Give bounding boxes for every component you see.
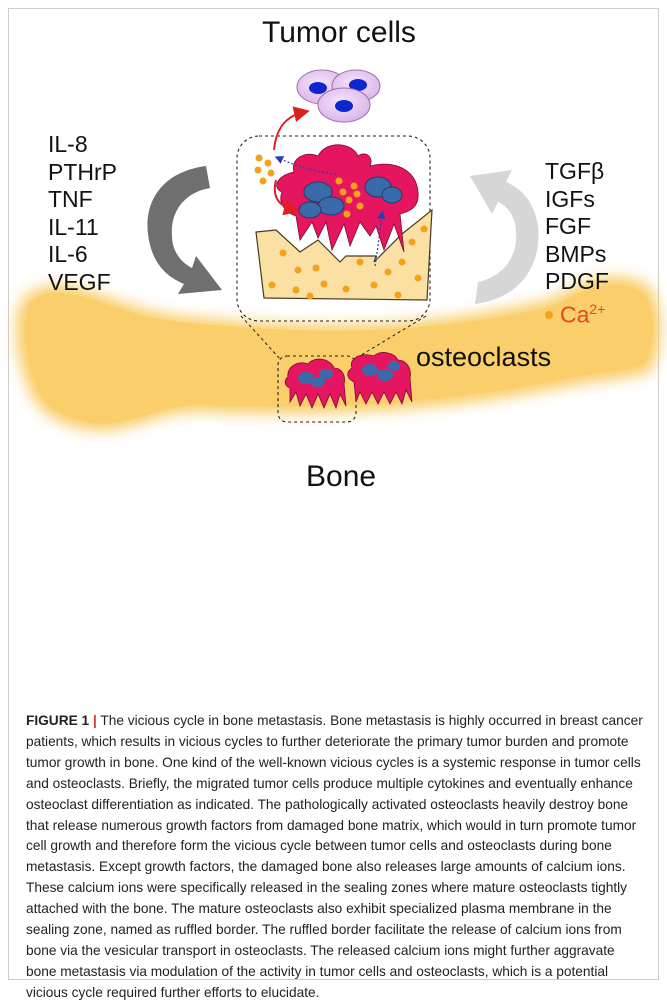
factor-item: TNF — [48, 186, 117, 214]
figure-caption: FIGURE 1 | The vicious cycle in bone met… — [26, 711, 648, 1004]
left-cycle-arrow — [147, 166, 222, 294]
figure: Tumor cells osteoclasts Bone IL-8 PTHrP … — [0, 0, 667, 980]
calcium-base: Ca — [560, 302, 589, 328]
factor-item: BMPs — [545, 241, 609, 269]
osteoclasts-label: osteoclasts — [416, 342, 551, 373]
caption-separator: | — [93, 713, 97, 728]
red-arrow-to-tumor — [274, 112, 304, 150]
factor-item: PDGF — [545, 268, 609, 296]
factor-item: IL-11 — [48, 214, 117, 242]
caption-text: The vicious cycle in bone metastasis. Bo… — [26, 713, 643, 1000]
factor-item: IL-8 — [48, 131, 117, 159]
factor-item: VEGF — [48, 269, 117, 297]
factor-item: PTHrP — [48, 159, 117, 187]
tumor-cells-label: Tumor cells — [262, 16, 416, 50]
bone-label: Bone — [306, 460, 376, 494]
calcium-dots-released — [255, 155, 275, 185]
tumor-cells — [297, 70, 380, 122]
calcium-item: Ca2+ — [545, 296, 609, 329]
factor-item: IL-6 — [48, 241, 117, 269]
factor-item: TGFβ — [545, 158, 609, 186]
caption-label: FIGURE 1 — [26, 713, 89, 728]
factor-item: FGF — [545, 213, 609, 241]
factor-item: IGFs — [545, 186, 609, 214]
calcium-charge: 2+ — [589, 301, 605, 317]
calcium-dot-icon — [545, 311, 553, 319]
right-cycle-arrow — [470, 170, 538, 304]
bone-derived-factors-list: TGFβ IGFs FGF BMPs PDGF Ca2+ — [545, 158, 609, 329]
tumor-derived-factors-list: IL-8 PTHrP TNF IL-11 IL-6 VEGF — [48, 131, 117, 297]
